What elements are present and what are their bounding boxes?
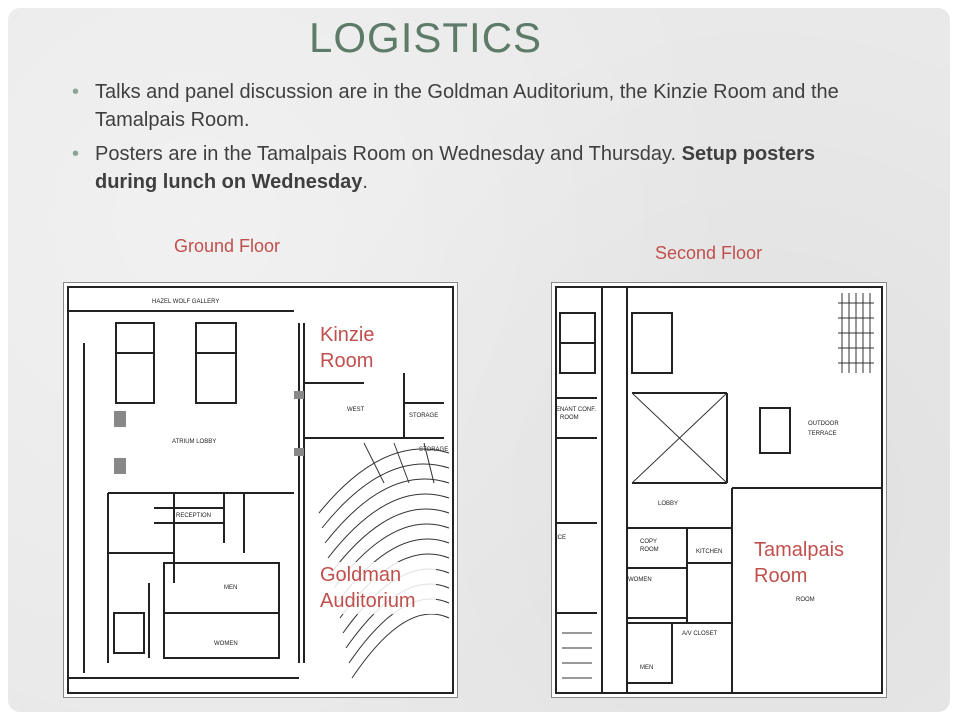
- second-floor-label: Second Floor: [655, 243, 763, 263]
- bullet-item: • Talks and panel discussion are in the …: [72, 78, 872, 134]
- slide-title: LOGISTICS: [309, 14, 543, 61]
- kinzie-room-label: Kinzie Room: [320, 322, 386, 374]
- plan-label: A/V CLOSET: [682, 631, 718, 637]
- ground-floor-plan: HAZEL WOLF GALLERY ATRIUM LOBBY WEST STO…: [63, 282, 458, 698]
- plan-label: ROOM: [796, 597, 815, 603]
- plan-label: WEST: [347, 407, 365, 413]
- plan-label: WOMEN: [214, 641, 238, 647]
- bullet-text: Posters are in the Tamalpais Room on Wed…: [95, 143, 682, 165]
- plan-label: STORAGE: [409, 413, 438, 419]
- plan-label: ATRIUM LOBBY: [172, 439, 216, 445]
- bullet-tail: .: [362, 171, 368, 193]
- plan-label: MEN: [224, 585, 237, 591]
- plan-label: WOMEN: [628, 577, 652, 583]
- bullet-item: • Posters are in the Tamalpais Room on W…: [72, 140, 872, 196]
- ground-floor-drawing: HAZEL WOLF GALLERY ATRIUM LOBBY WEST STO…: [67, 286, 454, 694]
- plan-label: ENANT CONF.: [556, 407, 596, 413]
- plan-label: STORAGE: [419, 447, 448, 453]
- plan-label: ROOM: [640, 547, 659, 553]
- bullet-text: Talks and panel discussion are in the Go…: [95, 81, 839, 131]
- goldman-auditorium-label: Goldman Auditorium: [320, 562, 436, 614]
- ground-floor-label: Ground Floor: [174, 236, 281, 256]
- bullet-icon: •: [72, 81, 80, 103]
- plan-label: ROOM: [560, 415, 579, 421]
- bullet-bold-text: Setup posters during lunch on Wednesday: [95, 143, 815, 193]
- plan-label: COPY: [640, 539, 657, 545]
- plan-label: TERRACE: [808, 431, 837, 437]
- plan-label: RECEPTION: [176, 513, 211, 519]
- tamalpais-room-label: Tamalpais Room: [754, 537, 852, 589]
- plan-label: MEN: [640, 665, 653, 671]
- second-floor-plan: ENANT CONF. ROOM OUTDOOR TERRACE LOBBY C…: [551, 282, 887, 698]
- plan-label: HAZEL WOLF GALLERY: [152, 299, 219, 305]
- plan-label: KITCHEN: [696, 549, 722, 555]
- plan-label: OUTDOOR: [808, 421, 839, 427]
- plan-label: LOBBY: [658, 501, 678, 507]
- plan-label: ICE: [556, 535, 566, 541]
- second-floor-drawing: ENANT CONF. ROOM OUTDOOR TERRACE LOBBY C…: [555, 286, 883, 694]
- bullet-icon: •: [72, 143, 80, 165]
- bullet-list: • Talks and panel discussion are in the …: [72, 78, 872, 202]
